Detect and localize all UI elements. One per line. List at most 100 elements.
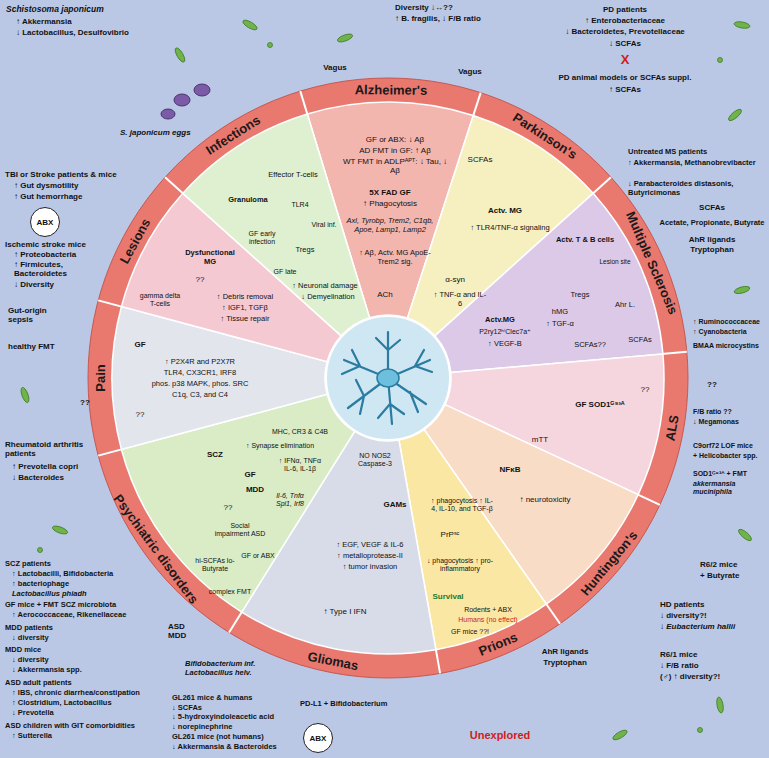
finding-text: ↑ Neuronal damage — [292, 282, 357, 291]
annotation-text: ↑ B. fragilis, ↓ F/B ratio — [395, 14, 481, 23]
annotation-text: Tryptophan — [543, 658, 587, 667]
annotation-text: AhR ligands — [689, 235, 736, 244]
annotation-text: + Helicobacter spp. — [693, 452, 766, 460]
finding-text: NO NOS2 Caspase-3 — [353, 452, 398, 468]
finding-text: ↑ phagocytosis ↑ IL-4, IL-10, and TGF-β — [430, 497, 494, 513]
finding-text: ?? — [196, 275, 205, 284]
annotation-text: ASD children with GIT comorbidities — [5, 722, 135, 731]
annotation-text: C9orf72 LOF mice — [693, 442, 766, 450]
annotation-text: ↑ Ruminococcaceae — [693, 318, 766, 326]
finding-text: ↓ Demyelination — [301, 293, 354, 302]
annotation-text: Vagus — [458, 67, 482, 76]
finding-text: ?? — [641, 385, 650, 394]
annotation-text: R6/2 mice — [700, 560, 737, 569]
finding-text: ↑ VEGF-B — [488, 340, 522, 349]
finding-text: ↑ Phagocytosis — [363, 199, 417, 208]
sector-divider — [98, 394, 328, 456]
finding-text: Il-6, Tnfα Spi1, Irf8 — [268, 492, 313, 508]
finding-text: ↑ metalloprotease-II — [337, 552, 403, 561]
sector-divider — [450, 352, 687, 373]
finding-text: GF mice ??! — [451, 628, 489, 636]
finding-text: ↑ TGF-α — [546, 320, 574, 329]
finding-text: ↑ TLR4/TNF-α signaling — [470, 224, 550, 233]
sector-divider — [434, 177, 611, 336]
annotation-text: ↑ Gut hemorrhage — [14, 192, 82, 201]
finding-text: gamma delta T-cells — [139, 292, 181, 308]
annotation-text: S. japonicum eggs — [120, 128, 191, 137]
sector-wedge — [242, 431, 436, 654]
finding-text: ↑ Aβ, Actv. MG ApoE-Trem2 sig. — [359, 249, 431, 266]
finding-text: Tregs — [296, 246, 315, 255]
finding-text: GF or ABX — [241, 552, 274, 560]
annotation-text: GF mice + FMT SCZ microbiota — [5, 601, 116, 610]
finding-text: GF — [244, 470, 255, 479]
finding-text: WT FMT in ADLPᴬᴾᵀ: ↓ Tau, ↓ Aβ — [340, 157, 450, 175]
annotation-text: ↓ SCFAs — [609, 39, 641, 48]
finding-text: Dysfunctional MG — [183, 249, 238, 266]
finding-text: C1q, C3, and C4 — [172, 391, 228, 400]
annotation-text: ↓ diversity?! — [660, 611, 707, 620]
sector-wedge — [445, 354, 664, 495]
finding-text: GF late — [274, 268, 297, 276]
finding-text: ↑ Debris removal — [217, 293, 273, 302]
annotation-text: ↓ Diversity — [14, 280, 54, 289]
finding-text: ↑ Type I IFN — [324, 607, 367, 616]
finding-text: ↑ EGF, VEGF & IL-6 — [336, 541, 403, 550]
finding-text: ↑ P2X4R and P2X7R — [165, 358, 235, 367]
annotation-text: Rheumatoid arthritis patients — [5, 440, 93, 458]
circle-label: ABX — [310, 734, 327, 743]
annotation-text: ASD MDD — [168, 622, 200, 640]
annotation-text: healthy FMT — [8, 342, 55, 351]
finding-text: MHC, CR3 & C4B — [272, 428, 328, 436]
finding-text: hi-SCFAs lo-Butyrate — [193, 557, 238, 573]
annotation-text: ↑ Cyanobacteria — [693, 328, 766, 336]
annotation-text: ↑ bacteriophage — [12, 580, 69, 589]
finding-text: phos. p38 MAPK, phos. SRC — [152, 380, 249, 389]
annotation-text: TBI or Stroke patients & mice — [5, 170, 117, 179]
annotation-text: ↓ Akkermansia spp. — [12, 666, 82, 675]
center-circle — [326, 316, 450, 440]
finding-text: complex FMT — [209, 588, 251, 596]
annotation-text: PD-L1 + Bifidobacterium — [300, 700, 387, 709]
annotation-text: Bifidobacterium inf. Lactobacillus helv. — [185, 660, 273, 677]
annotation-text: Unexplored — [470, 729, 531, 742]
annotation-text: ↑ Gut dysmotility — [14, 181, 78, 190]
annotation-text: ↓ diversity — [12, 634, 49, 643]
finding-text: Lesion site — [599, 258, 630, 265]
finding-text: ↑ neurotoxicity — [519, 495, 570, 504]
annotation-text: MDD mice — [5, 646, 41, 655]
annotation-text: SOD1ᴳ⁹³ᴬ + FMT — [693, 470, 766, 478]
annotation-text: ↑ Firmicutes, Bacteroidetes — [14, 260, 109, 278]
finding-text: GF or ABX: ↓ Aβ — [366, 135, 424, 144]
annotation-text: Vagus — [323, 63, 347, 72]
microglia-icon — [342, 332, 432, 424]
annotation-text: ↓ Eubacterium hallii — [660, 622, 735, 631]
annotation-text: ↑ Lactobacilli, Bifidobacteria — [12, 570, 113, 579]
annotation-text: Schistosoma japonicum — [6, 5, 104, 15]
finding-text: MDD — [246, 485, 264, 494]
ring-dividers — [98, 91, 687, 673]
sector-wedge — [183, 114, 370, 336]
sector-wedge — [112, 307, 327, 450]
ring — [100, 90, 676, 666]
annotation-text: ↓ F/B ratio — [660, 661, 699, 670]
annotation-text: ↓ Bacteroidetes, Prevotellaceae — [565, 27, 685, 36]
finding-text: Viral inf. — [311, 221, 336, 229]
sector-title: Gliomas — [307, 649, 360, 672]
sector-title: Infections — [204, 113, 263, 157]
finding-text: TLR4, CX3CR1, IRF8 — [164, 369, 237, 378]
annotation-text: X — [621, 53, 630, 68]
